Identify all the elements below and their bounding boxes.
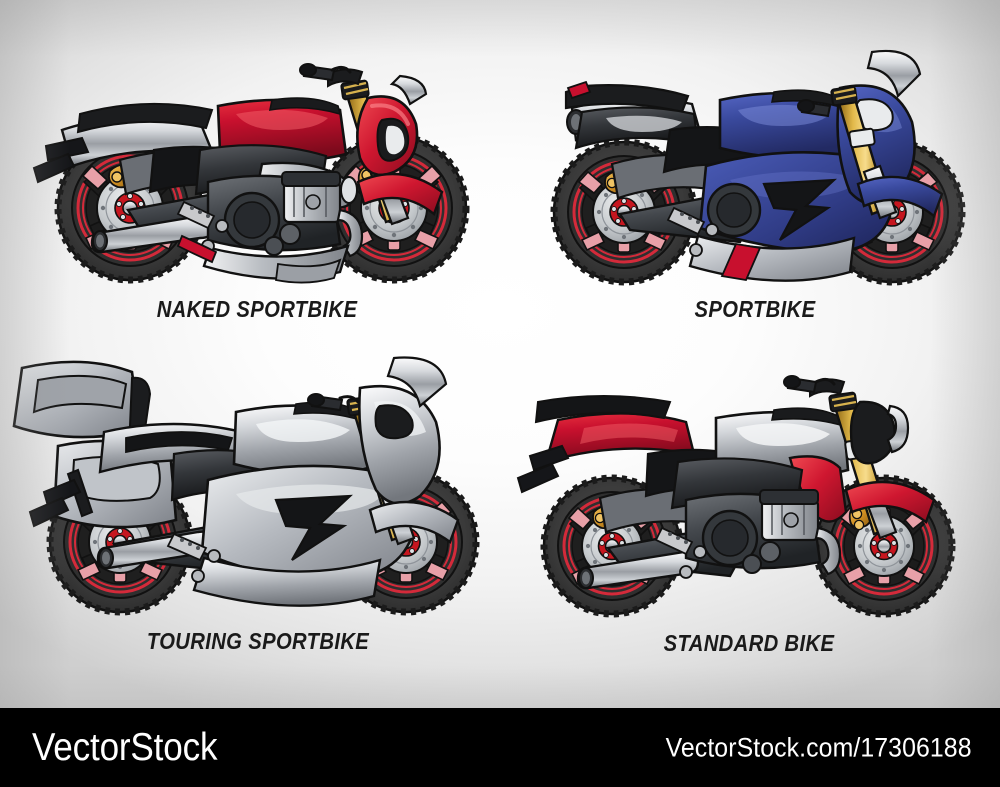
fairing-stripe bbox=[720, 242, 762, 282]
sportbike-illustration bbox=[550, 49, 966, 286]
side-fairing bbox=[200, 464, 414, 582]
lower-fairing bbox=[688, 234, 856, 282]
engine-block bbox=[684, 489, 842, 576]
naked-sportbike-illustration bbox=[32, 63, 470, 284]
bike-label-sportbike: SPORTBIKE bbox=[694, 296, 816, 322]
illustration-canvas: NAKED SPORTBIKE bbox=[0, 0, 1000, 708]
front-fender bbox=[356, 172, 444, 216]
vectorstock-logo: VectorStock bbox=[32, 725, 218, 769]
top-box bbox=[12, 360, 152, 518]
front-fender bbox=[844, 480, 936, 524]
bike-cell-naked-sportbike: NAKED SPORTBIKE bbox=[22, 40, 492, 322]
headlight-cowl bbox=[356, 74, 428, 177]
watermark-footer: VectorStock VectorStock.com/17306188 bbox=[0, 708, 1000, 787]
front-fender bbox=[368, 500, 460, 544]
standard-bike-illustration bbox=[516, 375, 956, 618]
bike-cell-sportbike: SPORTBIKE bbox=[520, 30, 990, 322]
front-fender bbox=[856, 175, 944, 218]
touring-sportbike-illustration bbox=[12, 356, 480, 616]
front-fairing bbox=[358, 356, 448, 505]
engine-block bbox=[206, 171, 364, 258]
bike-label-standard-bike: STANDARD BIKE bbox=[663, 630, 835, 656]
bike-cell-touring-sportbike: TOURING SPORTBIKE bbox=[8, 350, 508, 654]
bike-label-naked-sportbike: NAKED SPORTBIKE bbox=[156, 296, 358, 322]
bike-label-touring-sportbike: TOURING SPORTBIKE bbox=[146, 628, 370, 654]
headlight bbox=[849, 400, 910, 465]
side-panel bbox=[788, 455, 848, 523]
bike-cell-standard-bike: STANDARD BIKE bbox=[508, 362, 990, 656]
vectorstock-url: VectorStock.com/17306188 bbox=[665, 732, 972, 762]
